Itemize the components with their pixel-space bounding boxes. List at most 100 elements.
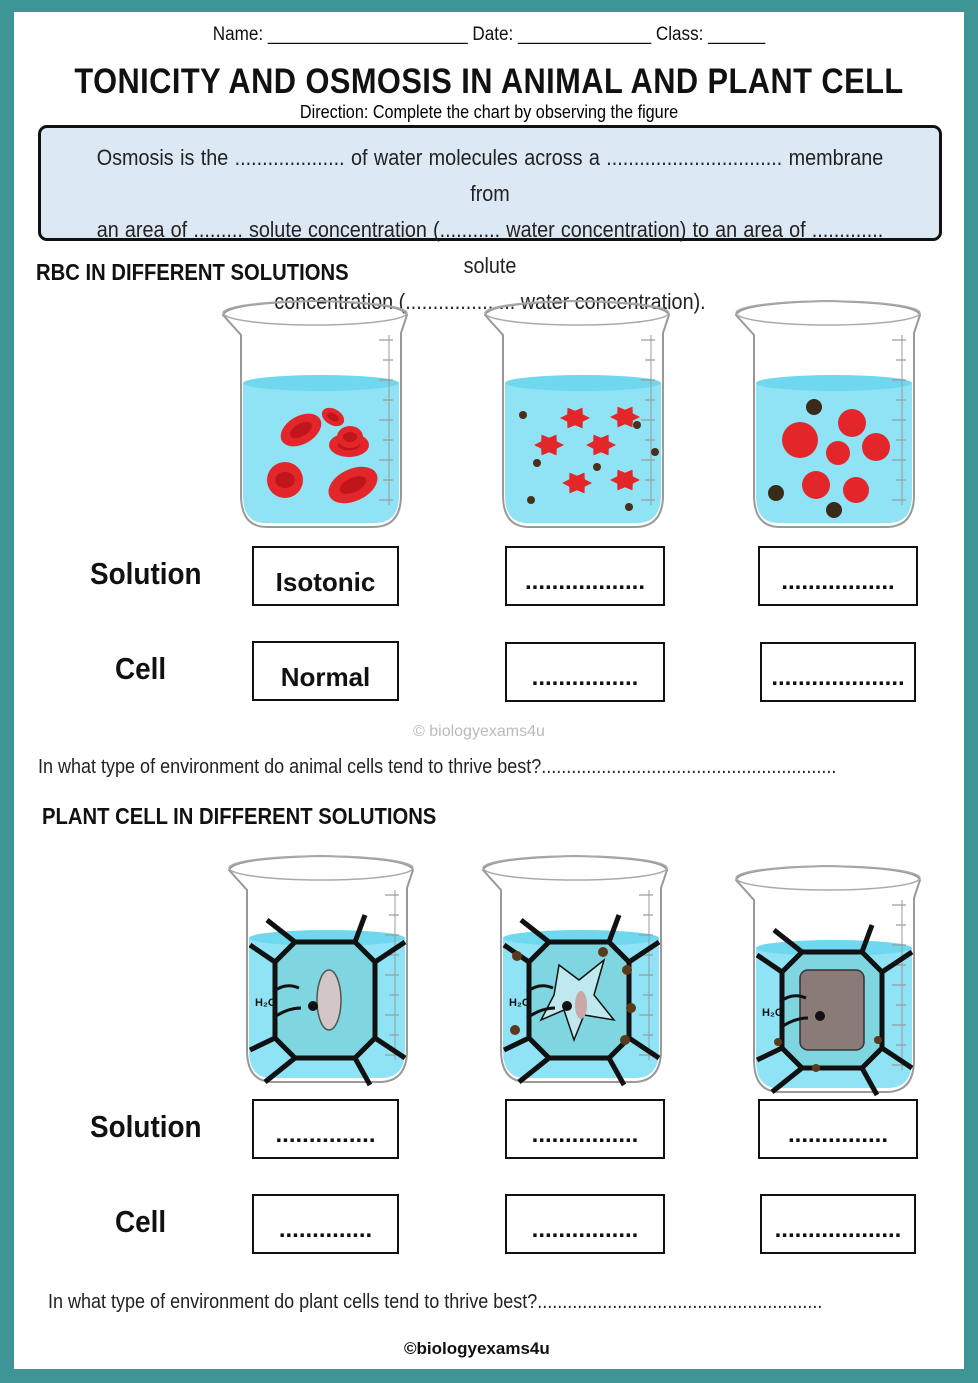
beaker-rbc-isotonic [221, 299, 409, 528]
water [243, 378, 399, 523]
beaker-plant-isotonic: H₂O [227, 854, 415, 1087]
beaker-rim [482, 855, 668, 881]
plant-cell-answer-1[interactable]: .............. [252, 1194, 399, 1254]
solute-particle [812, 1064, 820, 1072]
solute-particle [625, 503, 633, 511]
water-arrow-out [526, 984, 554, 994]
water-arrow-in [526, 1006, 556, 1020]
solute-particle [510, 1025, 520, 1035]
water-arrow-out [779, 994, 807, 1004]
solute-particle [512, 951, 522, 961]
name-date-class-line: Name: _____________________ Date: ______… [212, 24, 766, 45]
swollen-cell [862, 433, 890, 461]
cell-center [342, 432, 358, 442]
crenated-cell [562, 472, 592, 494]
cell-wall-line [880, 1045, 914, 1071]
rbc-solution-answer-2[interactable]: .................. [505, 546, 665, 606]
swollen-cell [802, 471, 830, 499]
rbc-solution-label: Solution [90, 556, 202, 591]
cell-wall-line [265, 918, 297, 944]
plant-solution-answer-3[interactable]: ............... [758, 1099, 918, 1159]
rbc-solution-answer-3[interactable]: ................. [758, 546, 918, 606]
cell-wall-line [373, 1035, 407, 1061]
beaker-rbc-hypertonic [483, 299, 671, 528]
swollen-cell [838, 409, 866, 437]
cell-wall-line [627, 1035, 661, 1061]
water-surface [243, 375, 399, 391]
cell-center [290, 421, 312, 439]
crenated-cell [534, 434, 564, 456]
cell-wall-line [859, 924, 875, 953]
crenated-cell [560, 407, 590, 429]
beaker-rbc-hypotonic [734, 299, 922, 528]
crenated-cell [610, 406, 640, 428]
definition-line-2: an area of ......... solute concentratio… [96, 217, 884, 278]
rbc-cell-answer-1[interactable]: Normal [252, 641, 399, 701]
cell-wall-line [263, 1056, 297, 1084]
beaker-rim [735, 865, 921, 891]
cell-wall-line [880, 949, 914, 975]
water-arrow-in [779, 1016, 809, 1030]
cell-wall-line [606, 1056, 627, 1087]
cell-wall-line [606, 914, 622, 943]
beaker-rim [228, 855, 414, 881]
h2o-label: H₂O [762, 1007, 784, 1019]
cell-center [275, 471, 295, 489]
watermark-text: biologyexams4u [429, 723, 545, 740]
plant-cell-answer-3[interactable]: ................... [760, 1194, 916, 1254]
solute-particle [806, 399, 822, 415]
swollen-cell [826, 441, 850, 465]
water-arrow-out [272, 984, 300, 994]
water-surface [756, 375, 912, 391]
h2o-label: H₂O [509, 997, 531, 1009]
worksheet-title: TONICITY AND OSMOSIS IN ANIMAL AND PLANT… [74, 62, 904, 101]
beaker-rim [222, 300, 408, 326]
cell-wall-line [519, 918, 551, 944]
solute-particle [533, 459, 541, 467]
plant-solution-answer-2[interactable]: ................ [505, 1099, 665, 1159]
solute-particle [593, 463, 601, 471]
cell-wall-line [352, 914, 368, 943]
solute-particle [519, 411, 527, 419]
cell-wall-line [248, 942, 277, 965]
cell-wall-line [770, 1066, 804, 1094]
crenated-cell [610, 469, 640, 491]
solute-particle [633, 421, 641, 429]
vacuole [316, 969, 342, 1031]
rbc-solution-answer-1[interactable]: Isotonic [252, 546, 399, 606]
cell-wall-line [502, 1035, 531, 1053]
osmosis-definition-box: Osmosis is the .................... of w… [38, 125, 942, 314]
rbc-cell-answer-2[interactable]: ................ [505, 642, 665, 702]
solute-particle [874, 1036, 882, 1044]
swollen-vacuole [799, 969, 865, 1051]
direction-text: Direction: Complete the chart by observi… [299, 102, 679, 122]
copyright-icon: © [413, 723, 425, 740]
credit-text: biologyexams4u [416, 1339, 550, 1358]
beaker-plant-hypotonic: H₂O [734, 864, 922, 1097]
plant-cell-answer-2[interactable]: ................ [505, 1194, 665, 1254]
plant-cell-label: Cell [115, 1204, 167, 1239]
cell-wall-line [627, 939, 661, 965]
copyright-icon: © [404, 1339, 417, 1358]
cell-wall-line [352, 1056, 373, 1087]
swollen-cell [843, 477, 869, 503]
rbc-cell-answer-3[interactable]: .................... [760, 642, 916, 702]
nucleus [815, 1011, 825, 1021]
solute-particle [527, 496, 535, 504]
solute-particle [768, 485, 784, 501]
plant-solution-answer-1[interactable]: ............... [252, 1099, 399, 1159]
nucleus [308, 1001, 318, 1011]
cell-wall-line [248, 1035, 277, 1053]
cell-wall-line [755, 952, 784, 975]
cell-wall-line [755, 1045, 784, 1063]
watermark: © biologyexams4u [413, 723, 545, 741]
solute-particle [826, 502, 842, 518]
cell-wall-line [772, 928, 804, 954]
vacuole [575, 991, 587, 1019]
cell-center [339, 476, 367, 494]
beaker-plant-hypertonic: H₂O [481, 854, 669, 1087]
definition-line-1: Osmosis is the .................... of w… [96, 145, 884, 206]
solute-particle [774, 1038, 782, 1046]
swollen-cell [782, 422, 818, 458]
